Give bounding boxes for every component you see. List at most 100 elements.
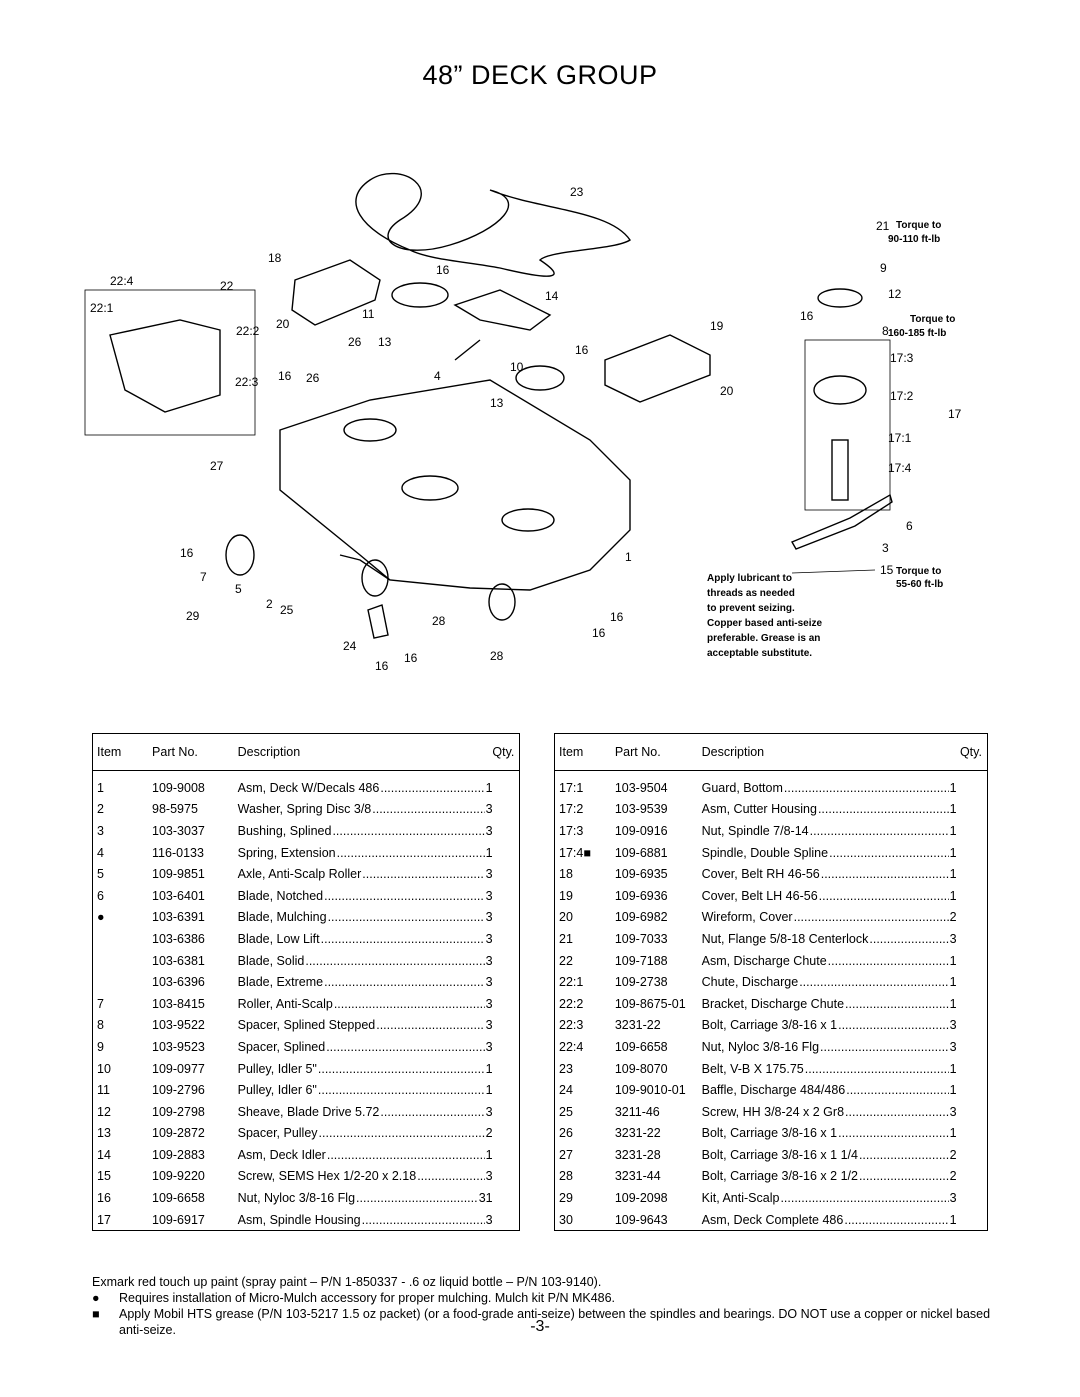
leader-dots — [318, 1062, 485, 1076]
header-qty: Qty. — [488, 733, 520, 771]
description-text: Guard, Bottom — [701, 780, 783, 795]
item-cell — [93, 928, 149, 950]
description-cell: Nut, Flange 5/8-18 Centerlock3 — [698, 928, 988, 950]
description-cell: Bolt, Carriage 3/8-16 x 1 1/42 — [698, 1144, 988, 1166]
part-no-cell: 103-6396 — [152, 975, 205, 990]
part-no-cell: 109-9220 — [152, 1169, 205, 1184]
qty-text: 2 — [485, 1126, 493, 1141]
svg-text:22:1: 22:1 — [90, 301, 114, 315]
part-no-cell: 109-2796 — [152, 1083, 205, 1098]
description-text: Blade, Mulching — [237, 910, 327, 925]
description-cell: Blade, Mulching3 — [234, 907, 520, 929]
leader-dots — [376, 1018, 484, 1032]
description-text: Spindle, Double Spline — [701, 845, 829, 860]
qty-text: 3 — [485, 823, 493, 838]
description-cell: Cover, Belt RH 46-561 — [698, 863, 988, 885]
description-text: Asm, Deck Complete 486 — [701, 1212, 844, 1227]
description-cell: Cover, Belt LH 46-561 — [698, 885, 988, 907]
qty-text: 1 — [485, 780, 493, 795]
svg-text:17:2: 17:2 — [890, 389, 914, 403]
torque-note-1-line-2: 90-110 ft-lb — [888, 234, 940, 245]
leader-dots — [820, 1040, 949, 1054]
idler-arm-drawing — [453, 289, 552, 331]
description-cell: Axle, Anti-Scalp Roller3 — [234, 863, 520, 885]
baffle-drawing — [367, 604, 389, 639]
description-text: Nut, Flange 5/8-18 Centerlock — [701, 931, 869, 946]
leader-dots — [799, 975, 948, 989]
svg-text:22:2: 22:2 — [236, 324, 260, 338]
svg-text:19: 19 — [710, 319, 724, 333]
item-cell: 25 — [559, 1104, 573, 1119]
svg-text:16: 16 — [404, 651, 418, 665]
svg-text:5: 5 — [235, 582, 242, 596]
qty-text: 2 — [949, 1169, 957, 1184]
svg-text:16: 16 — [610, 610, 624, 624]
blade-drawing — [790, 493, 893, 550]
header-part-no: Part No. — [610, 733, 698, 771]
leader-dots — [780, 1191, 948, 1205]
qty-text: 3 — [485, 867, 493, 882]
item-cell — [93, 971, 149, 993]
leader-dots — [356, 1191, 478, 1205]
qty-text: 1 — [485, 845, 493, 860]
part-no-cell: 109-9643 — [614, 1212, 668, 1227]
description-cell: Spacer, Pulley2 — [234, 1123, 520, 1145]
description-cell: Wireform, Cover2 — [698, 907, 988, 929]
bullet-mark: ● — [92, 1291, 100, 1305]
part-no-cell: 109-9008 — [152, 780, 205, 795]
item-cell: 6 — [97, 888, 104, 903]
torque-note-3-line-1: Torque to — [896, 566, 941, 577]
part-no-cell: 103-6401 — [152, 888, 205, 903]
description-cell: Bracket, Discharge Chute 1 — [698, 993, 988, 1015]
qty-text: 1 — [949, 975, 957, 990]
svg-text:12: 12 — [888, 287, 902, 301]
item-cell: 7 — [97, 996, 104, 1011]
lube-note-line-5: preferable. Grease is an — [707, 633, 820, 644]
leader-dots — [838, 1126, 949, 1140]
leader-dots — [326, 1040, 484, 1054]
description-cell: Pulley, Idler 5"1 — [234, 1058, 520, 1080]
description-cell: Guard, Bottom1 — [698, 771, 988, 799]
item-cell: 14 — [97, 1147, 111, 1162]
part-no-cell: 109-6881 — [614, 845, 668, 860]
part-no-cell: 103-9522 — [152, 1018, 205, 1033]
item-cell: 10 — [97, 1061, 111, 1076]
leader-dots — [321, 932, 485, 946]
leader-dots — [362, 867, 484, 881]
item-cell: 21 — [559, 931, 573, 946]
svg-text:13: 13 — [378, 335, 392, 349]
qty-text: 1 — [949, 823, 957, 838]
description-cell: Spacer, Splined3 — [234, 1036, 520, 1058]
item-cell: 22 — [559, 953, 573, 968]
description-cell: Screw, HH 3/8-24 x 2 Gr83 — [698, 1101, 988, 1123]
qty-text: 1 — [949, 996, 957, 1011]
svg-text:16: 16 — [180, 546, 194, 560]
description-text: Chute, Discharge — [701, 975, 799, 990]
qty-text: 3 — [485, 1039, 493, 1054]
leader-dots — [859, 1169, 949, 1183]
leader-dots — [319, 1126, 485, 1140]
description-text: Bracket, Discharge Chute — [701, 996, 845, 1011]
item-cell: 17:4■ — [559, 845, 591, 860]
svg-text:13: 13 — [490, 396, 504, 410]
description-cell: Screw, SEMS Hex 1/2-20 x 2.183 — [234, 1166, 520, 1188]
description-text: Belt, V-B X 175.75 — [701, 1061, 804, 1076]
description-cell: Blade, Low Lift3 — [234, 928, 520, 950]
part-no-cell: 109-7188 — [614, 953, 668, 968]
part-no-cell: 103-3037 — [152, 823, 205, 838]
qty-text: 1 — [949, 1061, 957, 1076]
qty-text: 1 — [485, 1061, 493, 1076]
